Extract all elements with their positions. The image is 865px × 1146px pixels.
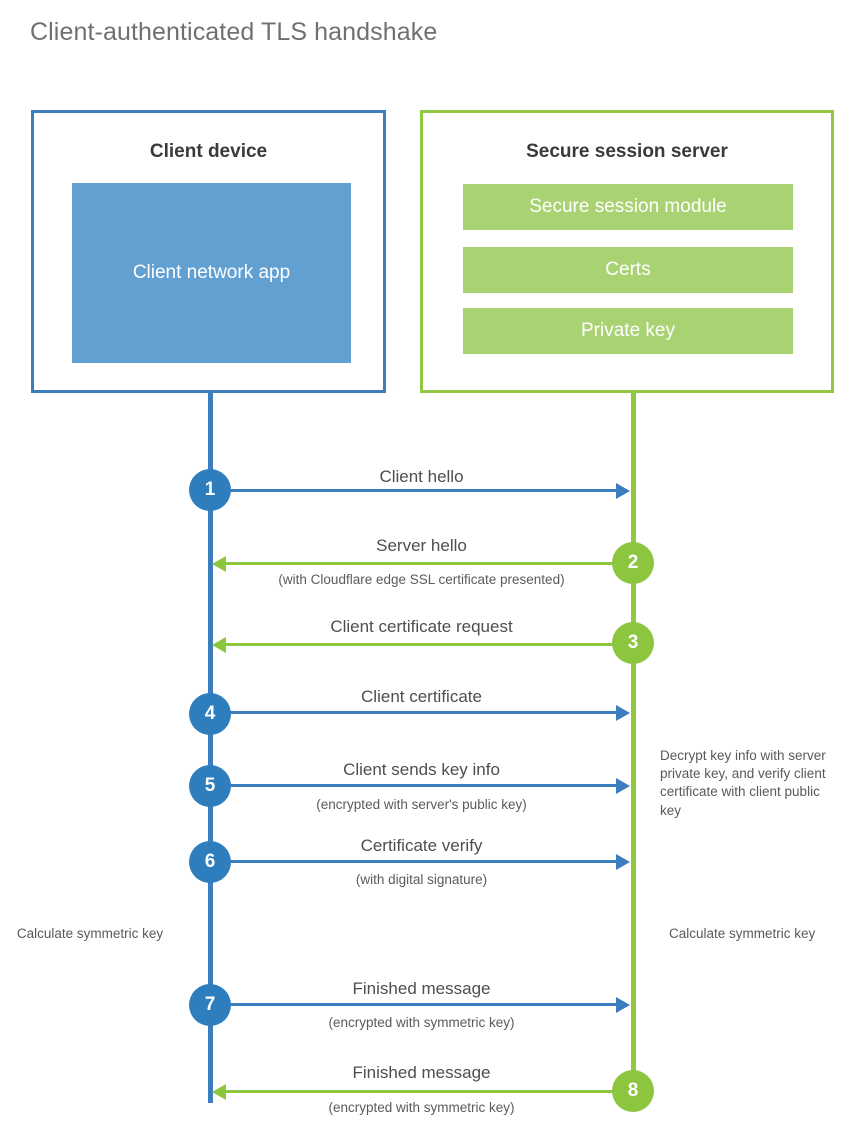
- step-3-arrow-head: [212, 637, 226, 653]
- client-device-box: Client device Client network app: [31, 110, 386, 393]
- step-8-label: Finished message: [352, 1063, 491, 1082]
- step-7-sublabel: (encrypted with symmetric key): [328, 1015, 515, 1030]
- server-item-secure-session-module: Secure session module: [463, 184, 793, 230]
- step-8-arrow-head: [212, 1084, 226, 1100]
- step-6-arrow-head: [616, 854, 630, 870]
- step-1-label: Client hello: [379, 467, 464, 486]
- secure-session-server-title: Secure session server: [526, 141, 728, 162]
- step-circle-4: 4: [189, 693, 231, 735]
- step-5-label: Client sends key info: [343, 760, 500, 779]
- step-2-arrow-line: [226, 562, 631, 565]
- server-lifeline: [631, 393, 636, 1093]
- client-lifeline: [208, 393, 213, 1103]
- server-item-private-key: Private key: [463, 308, 793, 354]
- step-1-arrow-line: [212, 489, 618, 492]
- step-circle-8: 8: [612, 1070, 654, 1112]
- step-7-arrow-line: [212, 1003, 618, 1006]
- step-5-arrow-head: [616, 778, 630, 794]
- step-4-arrow-line: [212, 711, 618, 714]
- step-circle-1: 1: [189, 469, 231, 511]
- step-7-arrow-head: [616, 997, 630, 1013]
- client-calculate-symmetric-key-note: Calculate symmetric key: [16, 926, 164, 941]
- step-6-arrow-line: [212, 860, 618, 863]
- page-title: Client-authenticated TLS handshake: [30, 18, 438, 46]
- step-6-sublabel: (with digital signature): [355, 872, 488, 887]
- step-2-label: Server hello: [376, 536, 467, 555]
- step-circle-2: 2: [612, 542, 654, 584]
- server-item-certs: Certs: [463, 247, 793, 293]
- step-4-arrow-head: [616, 705, 630, 721]
- step-circle-3: 3: [612, 622, 654, 664]
- server-calculate-symmetric-key-note: Calculate symmetric key: [669, 926, 816, 941]
- step-circle-7: 7: [189, 984, 231, 1026]
- step-8-sublabel: (encrypted with symmetric key): [328, 1100, 515, 1115]
- step-2-arrow-head: [212, 556, 226, 572]
- secure-session-server-box: Secure session server Secure session mod…: [420, 110, 834, 393]
- client-network-app-block: Client network app: [72, 183, 351, 363]
- step-3-arrow-line: [226, 643, 631, 646]
- client-device-title: Client device: [149, 141, 268, 162]
- step-7-label: Finished message: [352, 979, 491, 998]
- step-5-arrow-line: [212, 784, 618, 787]
- server-decrypt-note: Decrypt key info with server private key…: [660, 748, 826, 818]
- step-5-sublabel: (encrypted with server's public key): [316, 797, 527, 812]
- step-1-arrow-head: [616, 483, 630, 499]
- step-3-label: Client certificate request: [330, 617, 513, 636]
- step-4-label: Client certificate: [361, 687, 482, 706]
- step-circle-5: 5: [189, 765, 231, 807]
- step-6-label: Certificate verify: [360, 836, 483, 855]
- step-circle-6: 6: [189, 841, 231, 883]
- step-2-sublabel: (with Cloudflare edge SSL certificate pr…: [278, 572, 565, 587]
- step-8-arrow-line: [226, 1090, 631, 1093]
